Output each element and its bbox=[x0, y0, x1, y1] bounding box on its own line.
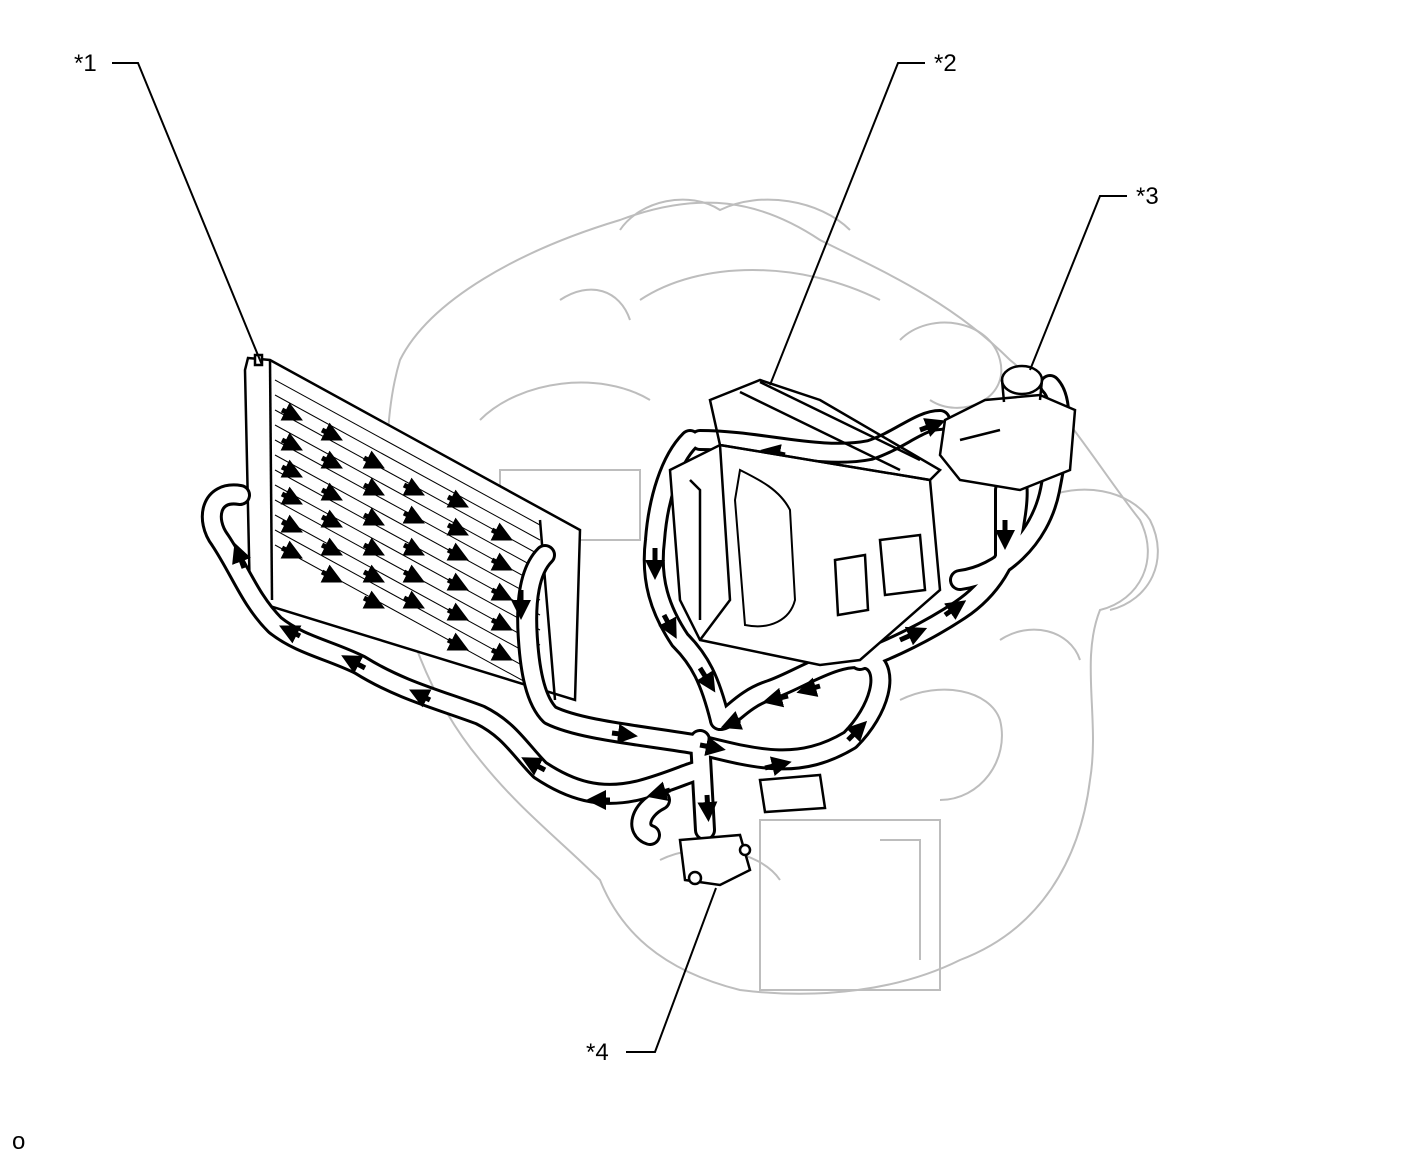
callout-label-1: *1 bbox=[74, 50, 97, 77]
callout-label-2: *2 bbox=[934, 50, 957, 77]
hose-flow-arrows bbox=[232, 418, 1015, 822]
reservoir-tank bbox=[938, 364, 1077, 492]
inverter bbox=[668, 378, 943, 667]
water-pump bbox=[678, 773, 827, 887]
callout-label-4: *4 bbox=[586, 1039, 609, 1066]
callout-label-3: *3 bbox=[1136, 183, 1159, 210]
radiator-flow-arrows bbox=[280, 402, 513, 661]
figure-reference-mark: o bbox=[12, 1128, 26, 1155]
callout-leaders bbox=[112, 62, 1127, 1053]
